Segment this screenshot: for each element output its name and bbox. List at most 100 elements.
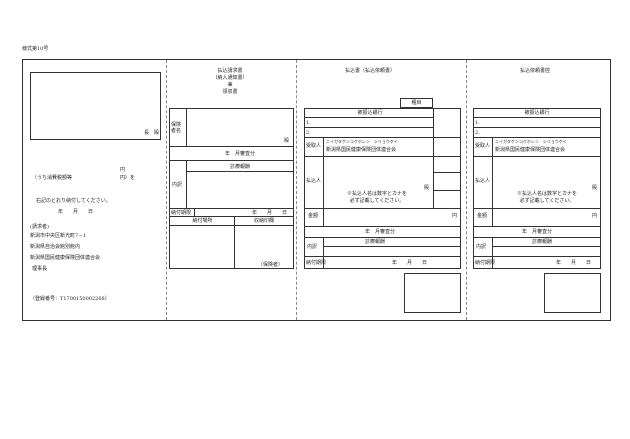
form-frame bbox=[22, 59, 611, 321]
slip-breakdown-label: 内訳 bbox=[307, 244, 318, 250]
slip-breakdown-divider bbox=[323, 237, 324, 269]
stub-line-r1 bbox=[473, 127, 601, 128]
stub-line-r2 bbox=[473, 137, 601, 138]
received-text: 右記のとおり納付してください。 bbox=[36, 198, 111, 204]
slip-kana-note-1: ※払込人名は数字とカナを bbox=[346, 191, 407, 197]
claim-place-divider bbox=[234, 216, 235, 269]
claim-title-3: 兼 bbox=[227, 82, 233, 88]
claim-line-2 bbox=[169, 160, 294, 161]
slip-kana-note-2: 必ず記載してください。 bbox=[349, 198, 405, 204]
claim-period: 年 月審査分 bbox=[224, 151, 255, 157]
slip-side-line-3 bbox=[433, 190, 461, 191]
stub-amount-label: 金額 bbox=[477, 213, 488, 219]
deposit-type-box bbox=[400, 98, 433, 108]
stub-period: 年 月審査分 bbox=[521, 229, 552, 235]
stub-breakdown-label: 内訳 bbox=[476, 244, 487, 250]
stub-treatment-fee: 診療報酬 bbox=[531, 239, 552, 245]
slip-due-date: 年 月 日 bbox=[392, 260, 428, 266]
stub-stamp-box bbox=[544, 273, 601, 313]
claim-breakdown-label: 内訳 bbox=[172, 182, 183, 188]
amount-yen: 円 bbox=[120, 167, 126, 173]
slip-period: 年 月審査分 bbox=[364, 229, 395, 235]
consumption-tax-note: （うち消費税額等 bbox=[32, 175, 73, 181]
stub-title: 払込依頼書控 bbox=[519, 68, 550, 74]
claimant-org: 新潟県国民健康保険団体連合会 bbox=[30, 255, 101, 261]
slip-line-payer bbox=[304, 208, 461, 209]
stub-line-amount bbox=[473, 226, 601, 227]
perforation-3 bbox=[466, 60, 467, 320]
stub-row-1: 1. bbox=[475, 120, 480, 126]
payment-place-label: 納付場所 bbox=[192, 218, 213, 224]
stub-payer-label: 払込人 bbox=[475, 178, 491, 184]
slip-line-due bbox=[304, 256, 461, 257]
slip-stamp-box bbox=[404, 273, 461, 313]
slip-line-bank bbox=[304, 117, 433, 118]
claim-treatment-line bbox=[186, 171, 294, 172]
stub-line-bank bbox=[473, 117, 601, 118]
claim-line-4 bbox=[169, 216, 294, 217]
insured-label: 保険者名 bbox=[171, 122, 182, 134]
slip-title: 払込書（払込依頼書） bbox=[344, 68, 395, 74]
stub-label-divider bbox=[492, 137, 493, 226]
stub-payer-dono: 殿 bbox=[592, 185, 598, 191]
claim-line-1 bbox=[169, 146, 294, 147]
stub-recipient-label: 受取人 bbox=[475, 143, 491, 149]
claim-title-4: 領収書 bbox=[222, 89, 238, 95]
stub-line-fee bbox=[492, 246, 601, 247]
addressee-suffix: 長 殿 bbox=[144, 130, 160, 136]
slip-line-amount bbox=[304, 226, 461, 227]
claim-insured-divider bbox=[186, 108, 187, 146]
claim-line-3 bbox=[169, 208, 294, 209]
addressee-box[interactable] bbox=[30, 72, 161, 140]
claimant-building: 新潟県自治会館別館内 bbox=[30, 244, 81, 250]
stub-due-label: 納付期限 bbox=[475, 260, 496, 266]
slip-recipient-name: 新潟県国民健康保険団体連合会 bbox=[326, 147, 397, 153]
slip-bank-header: 被振込銀行 bbox=[357, 110, 383, 116]
deposit-type-label: 種目 bbox=[411, 100, 422, 106]
claim-due-label: 納付期限 bbox=[171, 210, 192, 216]
tax-yen-paren: 円）を bbox=[120, 175, 136, 181]
claim-due-date: 年 月 日 bbox=[252, 210, 288, 216]
claim-line-5 bbox=[169, 225, 294, 226]
slip-line-fee bbox=[323, 246, 461, 247]
slip-due-label: 納付期限 bbox=[306, 260, 327, 266]
claimant-address: 新潟市中央区新光町7－1 bbox=[30, 233, 87, 239]
perforation-1 bbox=[166, 60, 167, 320]
stub-line-payer bbox=[473, 208, 601, 209]
claim-title-1: 払込請求書 bbox=[217, 68, 243, 74]
insured-paren: （保険者） bbox=[258, 262, 284, 268]
stub-recipient-kana: ニイガタケンコクホレン シリョウケイ bbox=[495, 139, 567, 144]
stub-recipient-name: 新潟県国民健康保険団体連合会 bbox=[495, 147, 566, 153]
claimant-representative: 理事長 bbox=[32, 266, 48, 272]
stub-line-recipient bbox=[473, 156, 601, 157]
slip-payer-dono: 殿 bbox=[424, 185, 430, 191]
claim-breakdown-divider bbox=[186, 160, 187, 208]
slip-table bbox=[304, 108, 461, 269]
slip-row-1: 1. bbox=[306, 120, 311, 126]
claim-treatment-fee: 診療報酬 bbox=[229, 164, 250, 170]
slip-amount-label: 金額 bbox=[308, 213, 319, 219]
stub-bank-header: 被振込銀行 bbox=[524, 110, 550, 116]
slip-recipient-label: 受取人 bbox=[306, 143, 322, 149]
slip-line-recipient bbox=[304, 156, 433, 157]
stub-line-due bbox=[473, 256, 601, 257]
slip-line-period bbox=[304, 237, 461, 238]
receipt-date: 年 月 日 bbox=[58, 209, 94, 215]
stub-table bbox=[473, 108, 601, 269]
claim-table bbox=[169, 108, 294, 269]
slip-treatment-fee: 診療報酬 bbox=[364, 239, 385, 245]
stub-breakdown-divider bbox=[492, 237, 493, 269]
insured-dono: 殿 bbox=[284, 138, 290, 144]
stub-due-date: 年 月 日 bbox=[556, 260, 592, 266]
slip-side-line-1 bbox=[433, 156, 461, 157]
stub-kana-note-1: ※払込人名は数字とカナを bbox=[516, 191, 577, 197]
perforation-2 bbox=[296, 60, 297, 320]
form-number: 様式第10号 bbox=[22, 46, 49, 52]
slip-line-r2 bbox=[304, 137, 461, 138]
claim-title-2: （納入通知書） bbox=[212, 75, 248, 81]
stub-row-2: 2. bbox=[475, 130, 480, 136]
stub-kana-note-2: 必ず記載してください。 bbox=[519, 198, 575, 204]
claim-due-divider bbox=[194, 208, 195, 216]
slip-side-line-2 bbox=[433, 172, 461, 173]
registration-number: （登録番号：T1700150002268） bbox=[30, 296, 110, 302]
